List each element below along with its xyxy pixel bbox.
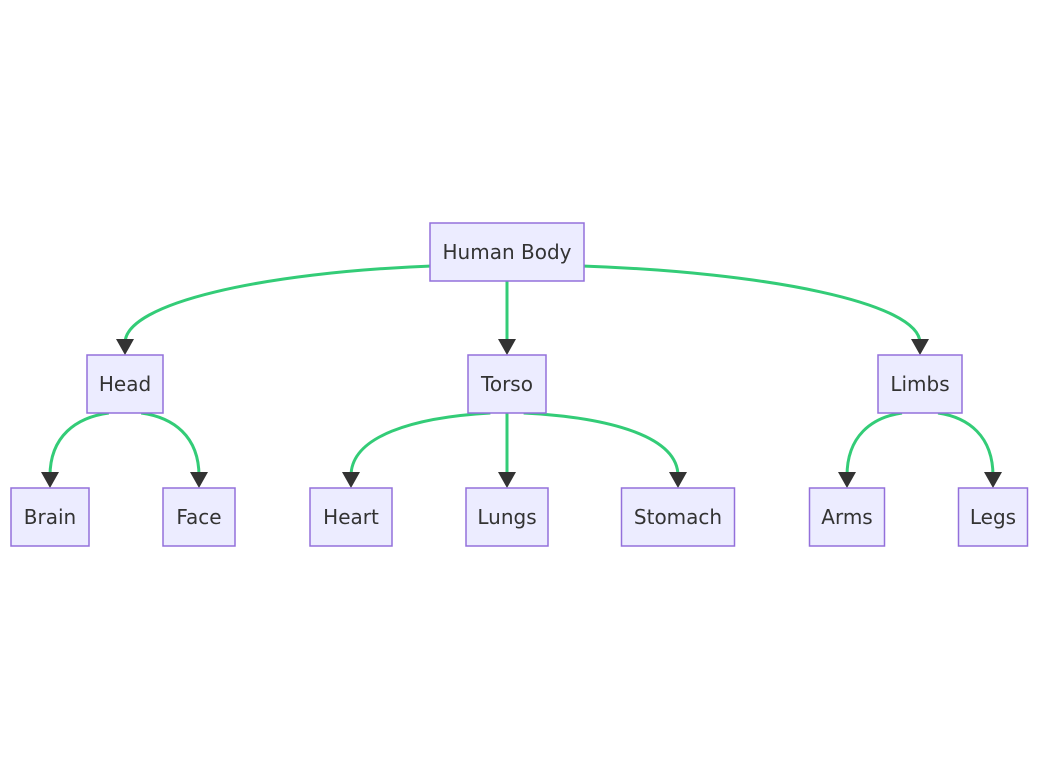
node-label: Torso (480, 372, 533, 396)
node-face: Face (162, 487, 236, 547)
node-box (620, 487, 736, 547)
edge-torso-to-heart (342, 411, 491, 488)
node-label: Legs (970, 505, 1016, 529)
edge-line (845, 411, 903, 477)
edge-head-to-face (140, 411, 208, 488)
edges-layer (41, 264, 1002, 488)
arrowhead-icon (838, 472, 856, 488)
edge-body-to-torso (498, 281, 516, 355)
edge-line (140, 411, 201, 477)
node-box (467, 354, 547, 414)
arrowhead-icon (498, 339, 516, 355)
edge-line (581, 264, 922, 344)
node-box (465, 487, 549, 547)
edge-torso-to-stomach (523, 411, 687, 488)
arrowhead-icon (984, 472, 1002, 488)
node-label: Brain (24, 505, 76, 529)
node-label: Human Body (443, 240, 572, 264)
node-box (86, 354, 164, 414)
edge-torso-to-lungs (498, 413, 516, 488)
edge-limbs-to-legs (937, 411, 1002, 488)
node-torso: Torso (467, 354, 547, 414)
node-box (10, 487, 90, 547)
arrowhead-icon (669, 472, 687, 488)
node-label: Lungs (477, 505, 536, 529)
node-limbs: Limbs (877, 354, 963, 414)
arrowhead-icon (498, 472, 516, 488)
edge-body-to-head (116, 264, 433, 355)
node-head: Head (86, 354, 164, 414)
node-arms: Arms (808, 487, 886, 547)
node-label: Head (99, 372, 151, 396)
node-box (309, 487, 393, 547)
arrowhead-icon (911, 339, 929, 355)
arrowhead-icon (41, 472, 59, 488)
node-lungs: Lungs (465, 487, 549, 547)
node-brain: Brain (10, 487, 90, 547)
arrowhead-icon (342, 472, 360, 488)
node-human-body: Human Body (429, 222, 585, 282)
node-box (957, 487, 1029, 547)
node-label: Heart (323, 505, 379, 529)
edge-limbs-to-arms (838, 411, 903, 488)
edge-line (123, 264, 433, 344)
node-heart: Heart (309, 487, 393, 547)
node-label: Stomach (634, 505, 722, 529)
edge-line (349, 411, 491, 477)
node-label: Arms (821, 505, 872, 529)
node-box (162, 487, 236, 547)
edge-head-to-brain (41, 411, 110, 488)
node-stomach: Stomach (620, 487, 736, 547)
node-box (877, 354, 963, 414)
node-label: Limbs (890, 372, 949, 396)
node-box (429, 222, 585, 282)
edge-body-to-limbs (581, 264, 929, 355)
arrowhead-icon (190, 472, 208, 488)
node-box (808, 487, 886, 547)
edge-line (937, 411, 995, 477)
arrowhead-icon (116, 339, 134, 355)
edge-line (523, 411, 680, 477)
node-legs: Legs (957, 487, 1029, 547)
node-label: Face (176, 505, 221, 529)
edge-line (48, 411, 110, 477)
